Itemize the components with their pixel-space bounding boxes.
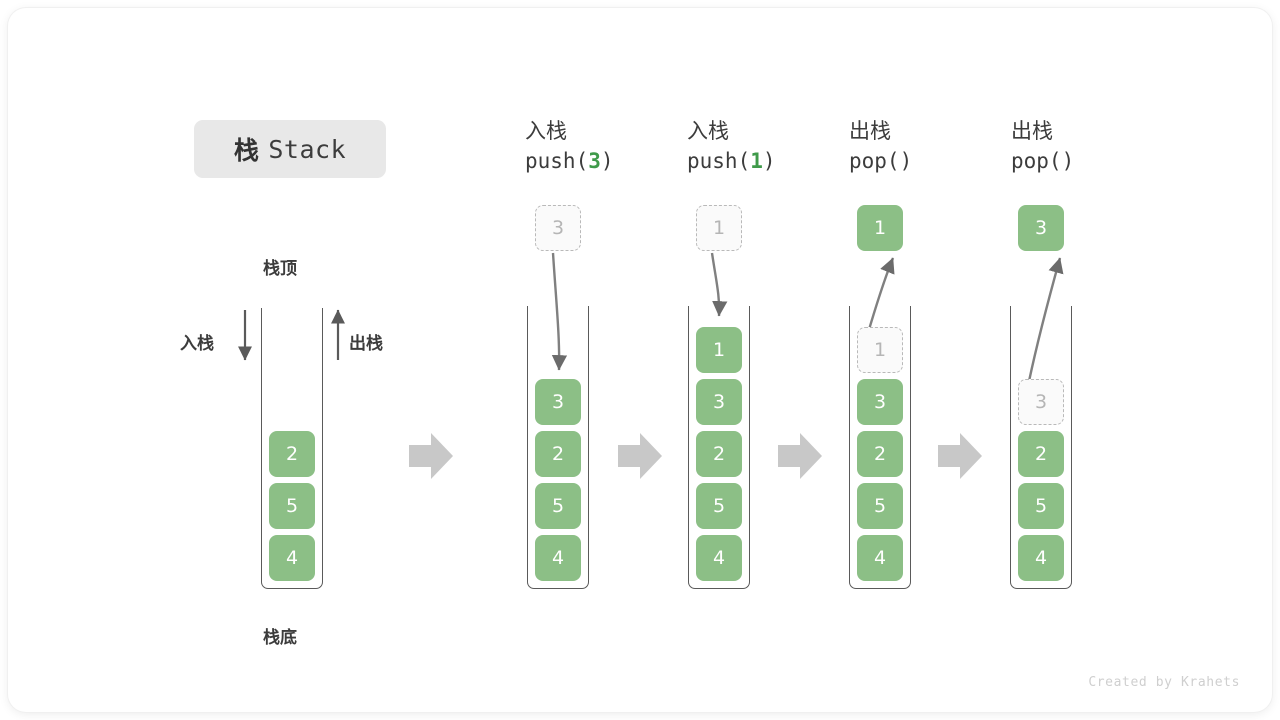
arrow-layer bbox=[237, 252, 1064, 479]
label-stack-top: 栈顶 bbox=[263, 259, 297, 279]
floating-cell-pop-3: 3 bbox=[1018, 205, 1064, 251]
stack-cell-pop-1-4: 4 bbox=[857, 535, 903, 581]
label-stack-bottom: 栈底 bbox=[263, 628, 297, 648]
stack-container-push-1 bbox=[688, 306, 750, 589]
stack-cell-push-1-3: 5 bbox=[696, 483, 742, 529]
code-argument: 1 bbox=[750, 149, 763, 173]
stack-cell-pop-1-0: 1 bbox=[857, 327, 903, 373]
step-arrow-3 bbox=[778, 433, 822, 479]
code-suffix: ) bbox=[899, 149, 913, 173]
stack-container-push-3 bbox=[527, 306, 589, 589]
code-prefix: push( bbox=[687, 149, 751, 173]
floating-cell-pop-1: 1 bbox=[857, 205, 903, 251]
label-push-side: 入栈 bbox=[180, 334, 214, 354]
stack-container-pop-3 bbox=[1010, 306, 1072, 589]
column-heading-push-3: 入栈 push(3) bbox=[525, 116, 614, 176]
column-heading-code-push-1: push(1) bbox=[687, 146, 776, 176]
stack-cell-push-1-1: 3 bbox=[696, 379, 742, 425]
stack-cell-push-3-3: 4 bbox=[535, 535, 581, 581]
column-heading-cn-push-1: 入栈 bbox=[687, 119, 729, 143]
step-arrow-2 bbox=[618, 433, 662, 479]
stack-cell-initial-2: 4 bbox=[269, 535, 315, 581]
stack-cell-push-3-0: 3 bbox=[535, 379, 581, 425]
column-heading-code-pop-1: pop() bbox=[849, 146, 912, 176]
stack-cell-push-1-4: 4 bbox=[696, 535, 742, 581]
stack-cell-pop-1-1: 3 bbox=[857, 379, 903, 425]
code-prefix: pop( bbox=[1011, 149, 1062, 173]
stack-cell-pop-1-2: 2 bbox=[857, 431, 903, 477]
step-arrow-1 bbox=[409, 433, 453, 479]
column-heading-pop-1: 出栈 pop() bbox=[849, 116, 912, 176]
column-heading-cn-pop-1: 出栈 bbox=[849, 119, 891, 143]
floating-cell-push-3: 3 bbox=[535, 205, 581, 251]
stack-cell-push-3-2: 5 bbox=[535, 483, 581, 529]
title-en: Stack bbox=[268, 134, 347, 164]
stack-cell-push-1-2: 2 bbox=[696, 431, 742, 477]
diagram-card: 栈 Stack 栈顶 栈底 入栈 出栈 bbox=[8, 8, 1272, 712]
credit-text: Created by Krahets bbox=[1088, 675, 1240, 690]
stack-cell-pop-3-0: 3 bbox=[1018, 379, 1064, 425]
column-heading-cn-pop-3: 出栈 bbox=[1011, 119, 1053, 143]
code-suffix: ) bbox=[762, 149, 776, 173]
column-heading-push-1: 入栈 push(1) bbox=[687, 116, 776, 176]
code-suffix: ) bbox=[600, 149, 614, 173]
column-heading-code-pop-3: pop() bbox=[1011, 146, 1074, 176]
label-pop-side: 出栈 bbox=[349, 334, 383, 354]
stack-cell-pop-3-2: 5 bbox=[1018, 483, 1064, 529]
stack-cell-initial-0: 2 bbox=[269, 431, 315, 477]
diagram-title-badge: 栈 Stack bbox=[194, 120, 386, 178]
column-heading-cn-push-3: 入栈 bbox=[525, 119, 567, 143]
column-heading-code-push-3: push(3) bbox=[525, 146, 614, 176]
code-prefix: push( bbox=[525, 149, 589, 173]
stack-cell-initial-1: 5 bbox=[269, 483, 315, 529]
column-heading-pop-3: 出栈 pop() bbox=[1011, 116, 1074, 176]
floating-cell-push-1: 1 bbox=[696, 205, 742, 251]
stack-container-pop-1 bbox=[849, 306, 911, 589]
stack-cell-pop-1-3: 5 bbox=[857, 483, 903, 529]
stack-cell-pop-3-3: 4 bbox=[1018, 535, 1064, 581]
stack-cell-pop-3-1: 2 bbox=[1018, 431, 1064, 477]
stack-cell-push-1-0: 1 bbox=[696, 327, 742, 373]
title-cn: 栈 bbox=[233, 136, 260, 165]
stack-container-initial bbox=[261, 308, 323, 589]
code-suffix: ) bbox=[1061, 149, 1075, 173]
step-arrow-4 bbox=[938, 433, 982, 479]
code-argument: 3 bbox=[588, 149, 601, 173]
code-prefix: pop( bbox=[849, 149, 900, 173]
stack-cell-push-3-1: 2 bbox=[535, 431, 581, 477]
